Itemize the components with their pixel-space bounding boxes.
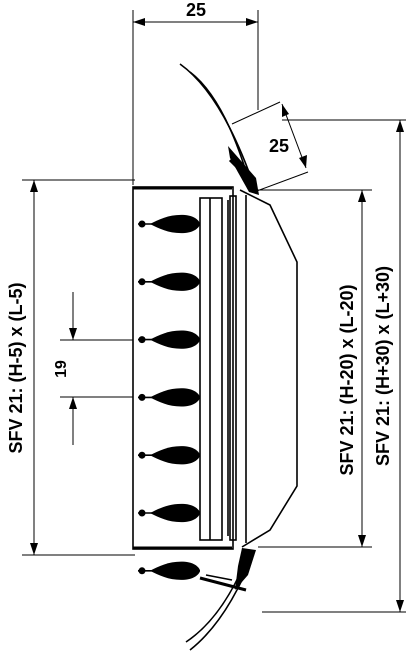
blade [138, 214, 200, 234]
flange-arrow-top [282, 104, 289, 117]
blade-body [150, 214, 200, 234]
left-arrow-top [30, 180, 38, 192]
blade-pitch-dimension: 19 [53, 292, 133, 445]
flange-dimension: 25 [231, 101, 309, 193]
frame-slot [229, 195, 237, 541]
flange-clip-bottom [199, 576, 247, 592]
outer-height-dimension: SFV 21: (H+30) x (L+30) [262, 119, 406, 613]
blades-group [138, 214, 200, 580]
blade [138, 272, 200, 291]
blade-body [150, 561, 200, 580]
pitch-arrow-top [69, 328, 77, 340]
arrowhead-left [133, 18, 145, 26]
outer-height-label: SFV 21: (H+30) x (L+30) [373, 266, 393, 466]
blade [138, 388, 200, 407]
pitch-arrow-bottom [69, 397, 77, 409]
blade-pivot [138, 220, 146, 228]
blade-pivot [138, 567, 146, 575]
top-width-label: 25 [186, 0, 206, 20]
blade-pivot [138, 509, 146, 517]
flange-extension-top [231, 101, 281, 125]
flange-lip-bottom [235, 548, 256, 590]
flange-extension-bottom [253, 171, 309, 193]
inner-height-label: SFV 21: (H-20) x (L-20) [337, 284, 357, 475]
inner-arrow-top [358, 190, 366, 202]
blade [138, 561, 200, 580]
blade-body [150, 446, 200, 465]
left-height-label: SFV 21: (H-5) x (L-5) [6, 282, 26, 453]
blade-pivot [138, 336, 146, 344]
curved-flange-top [179, 63, 259, 195]
blade-body [150, 272, 200, 291]
curved-flange-bottom [185, 548, 256, 651]
blade-pivot [138, 278, 146, 286]
grille-frame [132, 186, 237, 550]
flange-curve-inner-top [189, 71, 249, 179]
blade-pivot [138, 393, 146, 401]
frame-outline [132, 186, 234, 550]
blade [138, 503, 200, 523]
arrowhead-right [246, 18, 258, 26]
outer-arrow-bottom [396, 600, 404, 612]
flange-clip-bottom-2 [205, 574, 233, 581]
blade-pitch-label: 19 [53, 360, 70, 378]
blade [138, 330, 200, 349]
front-face-outline [239, 189, 298, 548]
flange-arrow-bottom [299, 155, 307, 168]
top-width-dimension: 25 [132, 0, 259, 185]
blade-body [150, 503, 200, 523]
left-arrow-bottom [30, 543, 38, 555]
flange-width-label: 25 [269, 136, 289, 156]
blade [138, 446, 200, 465]
outer-arrow-top [396, 120, 404, 132]
blade-body [150, 388, 200, 407]
front-face [239, 189, 298, 548]
inner-height-dimension: SFV 21: (H-20) x (L-20) [297, 189, 372, 548]
left-height-dimension: SFV 21: (H-5) x (L-5) [6, 179, 135, 556]
blade-body [150, 330, 200, 349]
flange-clip-top [228, 158, 258, 188]
inner-arrow-bottom [358, 535, 366, 547]
flange-curve-outer-top [179, 63, 255, 187]
blade-pivot [138, 451, 146, 459]
frame-inner-rail [199, 197, 223, 541]
